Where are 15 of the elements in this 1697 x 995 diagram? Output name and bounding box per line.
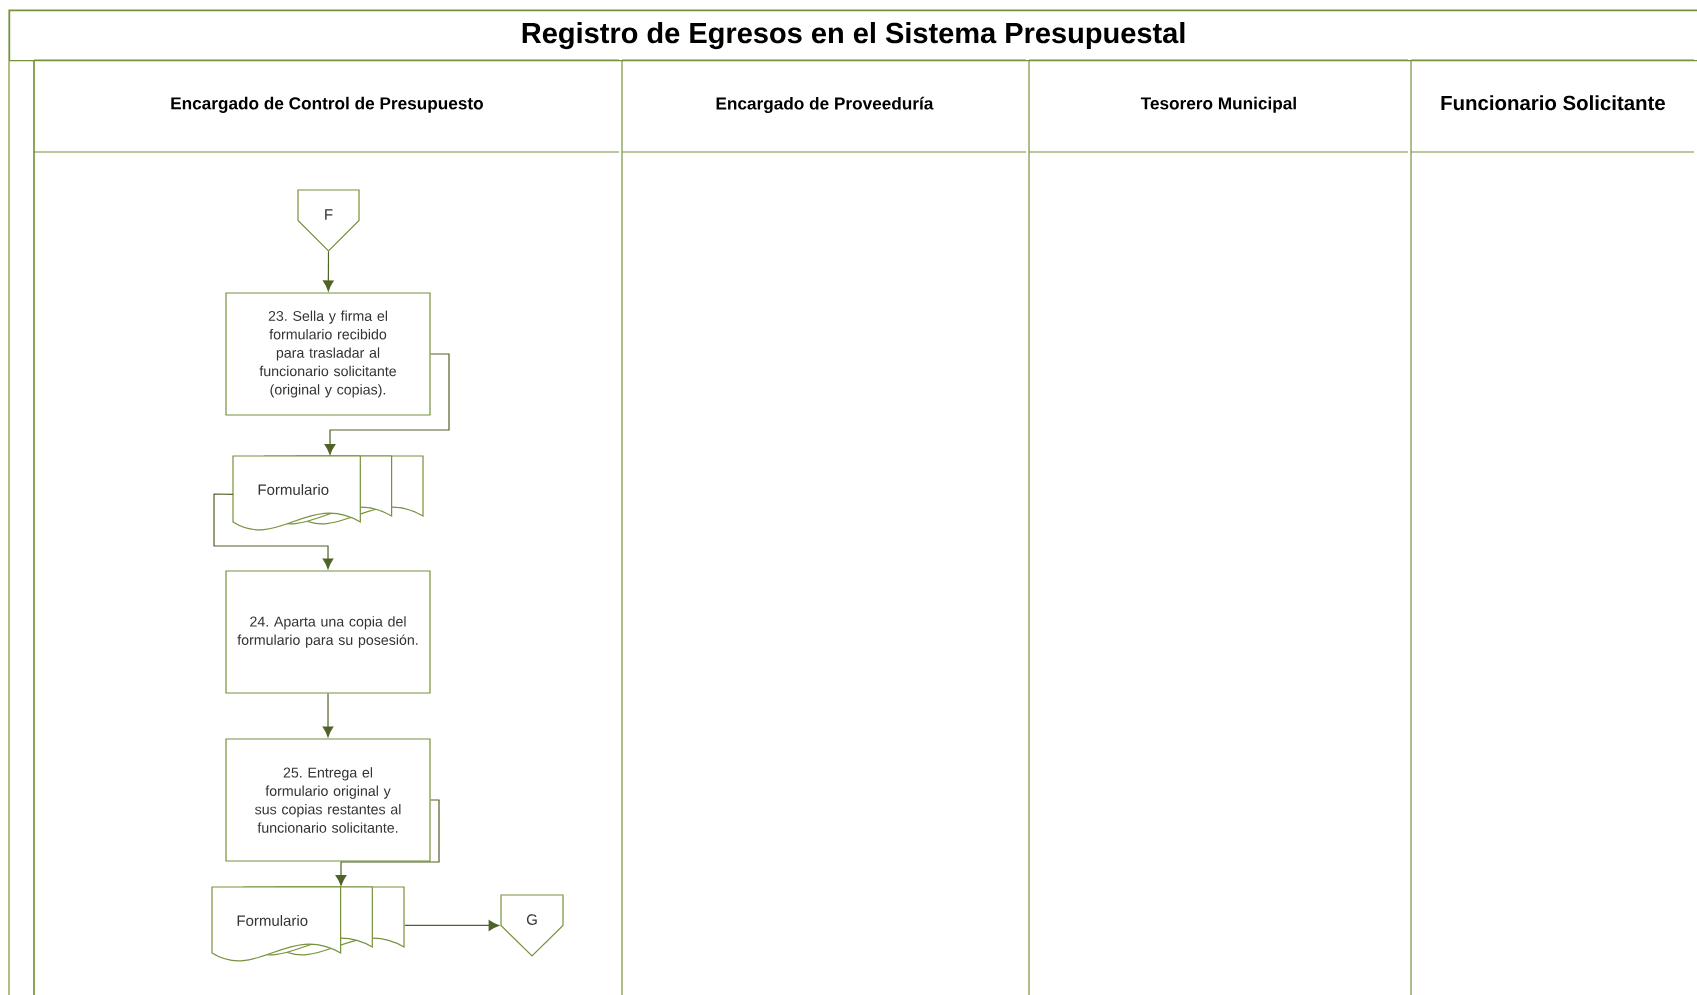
off-page-connector: F bbox=[297, 189, 360, 252]
arrow bbox=[335, 799, 440, 886]
title-band: Registro de Egresos en el Sistema Presupuestal bbox=[9, 10, 1697, 62]
process-box: 25. Entrega el formulario original y sus copias restantes al funcionario solicitante. bbox=[225, 738, 431, 862]
process-box: 24. Aparta una copia del formulario para su posesión. bbox=[225, 570, 431, 694]
swimlane: Encargado de Proveeduría bbox=[621, 59, 1027, 995]
swimlane: Tesorero Municipal bbox=[1028, 59, 1409, 995]
arrow bbox=[322, 693, 334, 738]
off-page-connector: G bbox=[500, 894, 564, 957]
arrow bbox=[323, 250, 334, 292]
swimlane: Funcionario Solicitante bbox=[1410, 59, 1695, 995]
arrow bbox=[404, 920, 500, 931]
arrow bbox=[324, 353, 450, 455]
process-box: 23. Sella y firma el formulario recibido para trasladar al funcionario solicitante (original y copias). bbox=[225, 292, 431, 416]
arrow bbox=[213, 493, 334, 570]
